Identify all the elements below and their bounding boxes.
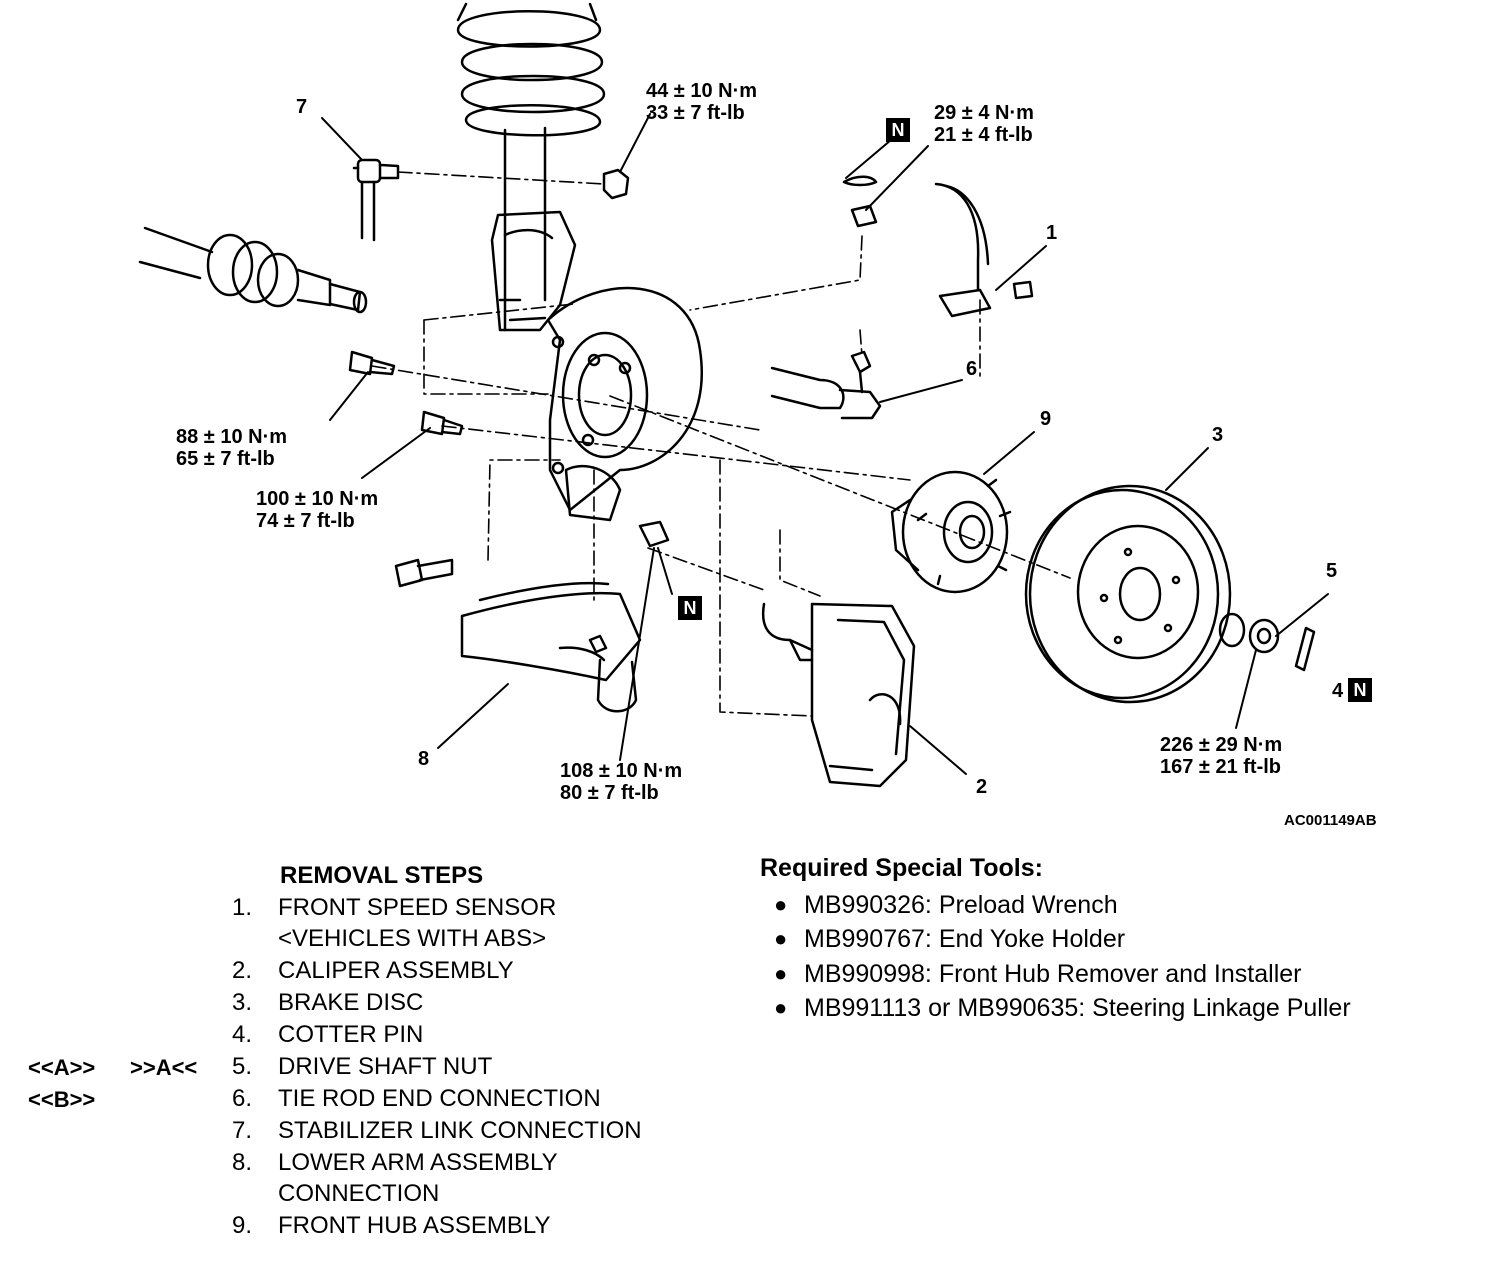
- callout-5: 5: [1326, 560, 1338, 582]
- callout-1: 1: [1046, 222, 1058, 244]
- step-number: 9.: [232, 1212, 253, 1239]
- torque-metric: 44 ± 10 N·m: [646, 80, 758, 102]
- front-hub: [890, 470, 1012, 594]
- torque-metric: 226 ± 29 N·m: [1160, 734, 1283, 756]
- step-text: CALIPER ASSEMBLY: [278, 957, 514, 984]
- callout-4: 4: [1332, 680, 1344, 702]
- lower-arm: [460, 581, 642, 713]
- leader-lines: [321, 113, 1329, 775]
- new-part-badge-cotterpin: N: [1348, 678, 1372, 702]
- stabilizer-link: [352, 158, 400, 242]
- strut-nut: [602, 168, 630, 200]
- bullet-icon: ●: [774, 926, 788, 951]
- figure-code: AC001149AB: [1284, 812, 1377, 829]
- step-text: TIE ROD END CONNECTION: [278, 1085, 601, 1112]
- torque-metric: 29 ± 4 N·m: [934, 102, 1034, 124]
- step-number: 4.: [232, 1021, 253, 1048]
- step-text: FRONT SPEED SENSOR: [278, 894, 557, 921]
- torque-drive-shaft-nut: 226 ± 29 N·m 167 ± 21 ft-lb: [1160, 734, 1282, 778]
- assembly-lines: [371, 171, 1071, 717]
- brake-caliper: [761, 602, 916, 788]
- torque-imperial: 65 ± 7 ft-lb: [176, 448, 275, 470]
- tool-text: MB990998: Front Hub Remover and Installe…: [804, 960, 1302, 988]
- service-marker-step5-removal: <<A>>: [28, 1055, 96, 1080]
- step-text: BRAKE DISC: [278, 989, 424, 1016]
- step-text: LOWER ARM ASSEMBLY: [278, 1149, 558, 1176]
- step-number: 6.: [232, 1085, 253, 1112]
- torque-imperial: 21 ± 4 ft-lb: [934, 124, 1033, 146]
- new-part-badge-balljoint: N: [678, 596, 702, 620]
- removal-steps-heading: REMOVAL STEPS: [280, 862, 484, 889]
- new-part-badge-tierod: N: [886, 118, 910, 142]
- torque-imperial: 80 ± 7 ft-lb: [560, 782, 659, 804]
- service-marker-step5-install: >>A<<: [130, 1055, 198, 1080]
- ball-joint-nut: [638, 520, 670, 548]
- tool-text: MB991113 or MB990635: Steering Linkage P…: [804, 994, 1351, 1022]
- bullet-icon: ●: [774, 892, 788, 917]
- torque-imperial: 167 ± 21 ft-lb: [1160, 756, 1282, 778]
- torque-metric: 88 ± 10 N·m: [176, 426, 288, 448]
- coil-spring: [456, 2, 606, 137]
- step-text-line2: <VEHICLES WITH ABS>: [278, 925, 547, 952]
- torque-lower-bolt: 100 ± 10 N·m 74 ± 7 ft-lb: [256, 488, 378, 532]
- torque-imperial: 74 ± 7 ft-lb: [256, 510, 355, 532]
- callout-7: 7: [296, 96, 308, 118]
- drive-shaft-nut-assembly: [1218, 612, 1316, 672]
- drive-shaft: [138, 226, 368, 314]
- callout-9: 9: [1040, 408, 1052, 430]
- tool-text: MB990767: End Yoke Holder: [804, 925, 1126, 953]
- torque-metric: 108 ± 10 N·m: [560, 760, 683, 782]
- torque-upper-bolt: 88 ± 10 N·m 65 ± 7 ft-lb: [176, 426, 287, 470]
- callout-6: 6: [966, 358, 978, 380]
- callout-8: 8: [418, 748, 430, 770]
- torque-imperial: 33 ± 7 ft-lb: [646, 102, 745, 124]
- callout-2: 2: [976, 776, 988, 798]
- step-number: 7.: [232, 1117, 253, 1144]
- callout-3: 3: [1212, 424, 1224, 446]
- step-text: FRONT HUB ASSEMBLY: [278, 1212, 551, 1239]
- torque-strut-nut: 44 ± 10 N·m 33 ± 7 ft-lb: [646, 80, 757, 124]
- step-text-line2: CONNECTION: [278, 1180, 440, 1207]
- step-number: 8.: [232, 1149, 253, 1176]
- bullet-icon: ●: [774, 995, 788, 1020]
- steering-knuckle: [546, 286, 703, 522]
- service-marker-step6-removal: <<B>>: [28, 1087, 96, 1112]
- step-number: 1.: [232, 894, 253, 921]
- torque-balljoint-nut: 108 ± 10 N·m 80 ± 7 ft-lb: [560, 760, 682, 804]
- step-text: STABILIZER LINK CONNECTION: [278, 1117, 642, 1144]
- tie-rod-cotter-pin: [842, 175, 878, 228]
- step-number: 2.: [232, 957, 253, 984]
- bullet-icon: ●: [774, 961, 788, 986]
- front-speed-sensor: [934, 182, 1034, 318]
- tool-text: MB990326: Preload Wrench: [804, 891, 1118, 919]
- special-tools-heading: Required Special Tools:: [760, 854, 1043, 882]
- step-text: DRIVE SHAFT NUT: [278, 1053, 493, 1080]
- brake-disc: [1024, 484, 1232, 704]
- torque-metric: 100 ± 10 N·m: [256, 488, 379, 510]
- tie-rod-end: [770, 350, 882, 420]
- step-number: 3.: [232, 989, 253, 1016]
- exploded-view-diagram: [138, 2, 1329, 788]
- step-number: 5.: [232, 1053, 253, 1080]
- torque-tierod-nut: 29 ± 4 N·m 21 ± 4 ft-lb: [934, 102, 1034, 146]
- step-text: COTTER PIN: [278, 1021, 424, 1048]
- strut-assembly: [490, 126, 577, 332]
- knuckle-bolts: [348, 350, 464, 588]
